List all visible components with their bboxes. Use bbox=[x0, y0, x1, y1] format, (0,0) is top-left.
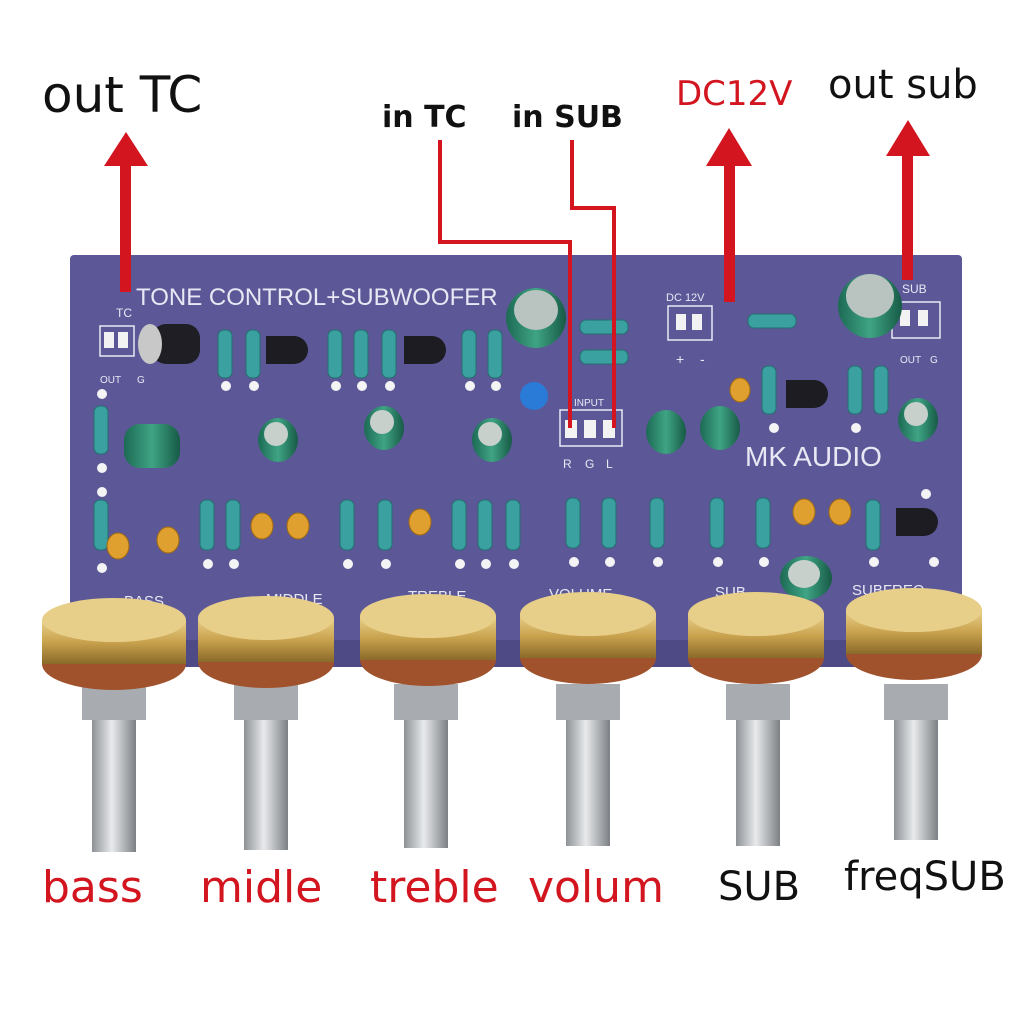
out-sub-label: out sub bbox=[828, 62, 978, 108]
input-l-label: L bbox=[606, 457, 613, 471]
sub-out-label: OUT bbox=[900, 355, 921, 366]
knob-label-volum: volum bbox=[528, 862, 664, 913]
transistors bbox=[266, 336, 938, 536]
dc-header-label: DC 12V bbox=[666, 292, 705, 304]
in-sub-label: in SUB bbox=[512, 100, 623, 135]
tc-header-label: TC bbox=[116, 306, 132, 320]
tc-out-label: OUT bbox=[100, 375, 121, 386]
resistors bbox=[93, 313, 889, 551]
annotation-arrows bbox=[104, 120, 930, 302]
potentiometers bbox=[42, 588, 982, 852]
tc-g-label: G bbox=[137, 375, 145, 386]
board-title: TONE CONTROL+SUBWOOFER bbox=[136, 284, 498, 311]
in-tc-label: in TC bbox=[382, 100, 467, 135]
input-r-label: R bbox=[563, 457, 572, 471]
solder-pads bbox=[97, 381, 939, 573]
input-header-label: INPUT bbox=[574, 398, 604, 409]
knob-label-freq-sub: freqSUB bbox=[844, 854, 1006, 900]
led bbox=[520, 382, 548, 410]
knob-label-midle: midle bbox=[200, 862, 323, 913]
dc-12v-label: DC12V bbox=[676, 74, 793, 114]
sub-g-label: G bbox=[930, 355, 938, 366]
electrolytic-capacitors bbox=[124, 274, 938, 600]
sub-header-label: SUB bbox=[902, 282, 927, 296]
ceramic-capacitors bbox=[106, 377, 852, 560]
input-g-label: G bbox=[585, 457, 594, 471]
knob-label-treble: treble bbox=[370, 862, 499, 913]
out-tc-label: out TC bbox=[42, 66, 203, 124]
knob-label-sub: SUB bbox=[718, 864, 801, 910]
dc-minus-label: - bbox=[700, 351, 705, 367]
knob-label-bass: bass bbox=[42, 862, 143, 913]
dc-plus-label: + bbox=[676, 351, 684, 367]
input-wires bbox=[438, 140, 616, 428]
board-brand: MK AUDIO bbox=[745, 441, 882, 472]
